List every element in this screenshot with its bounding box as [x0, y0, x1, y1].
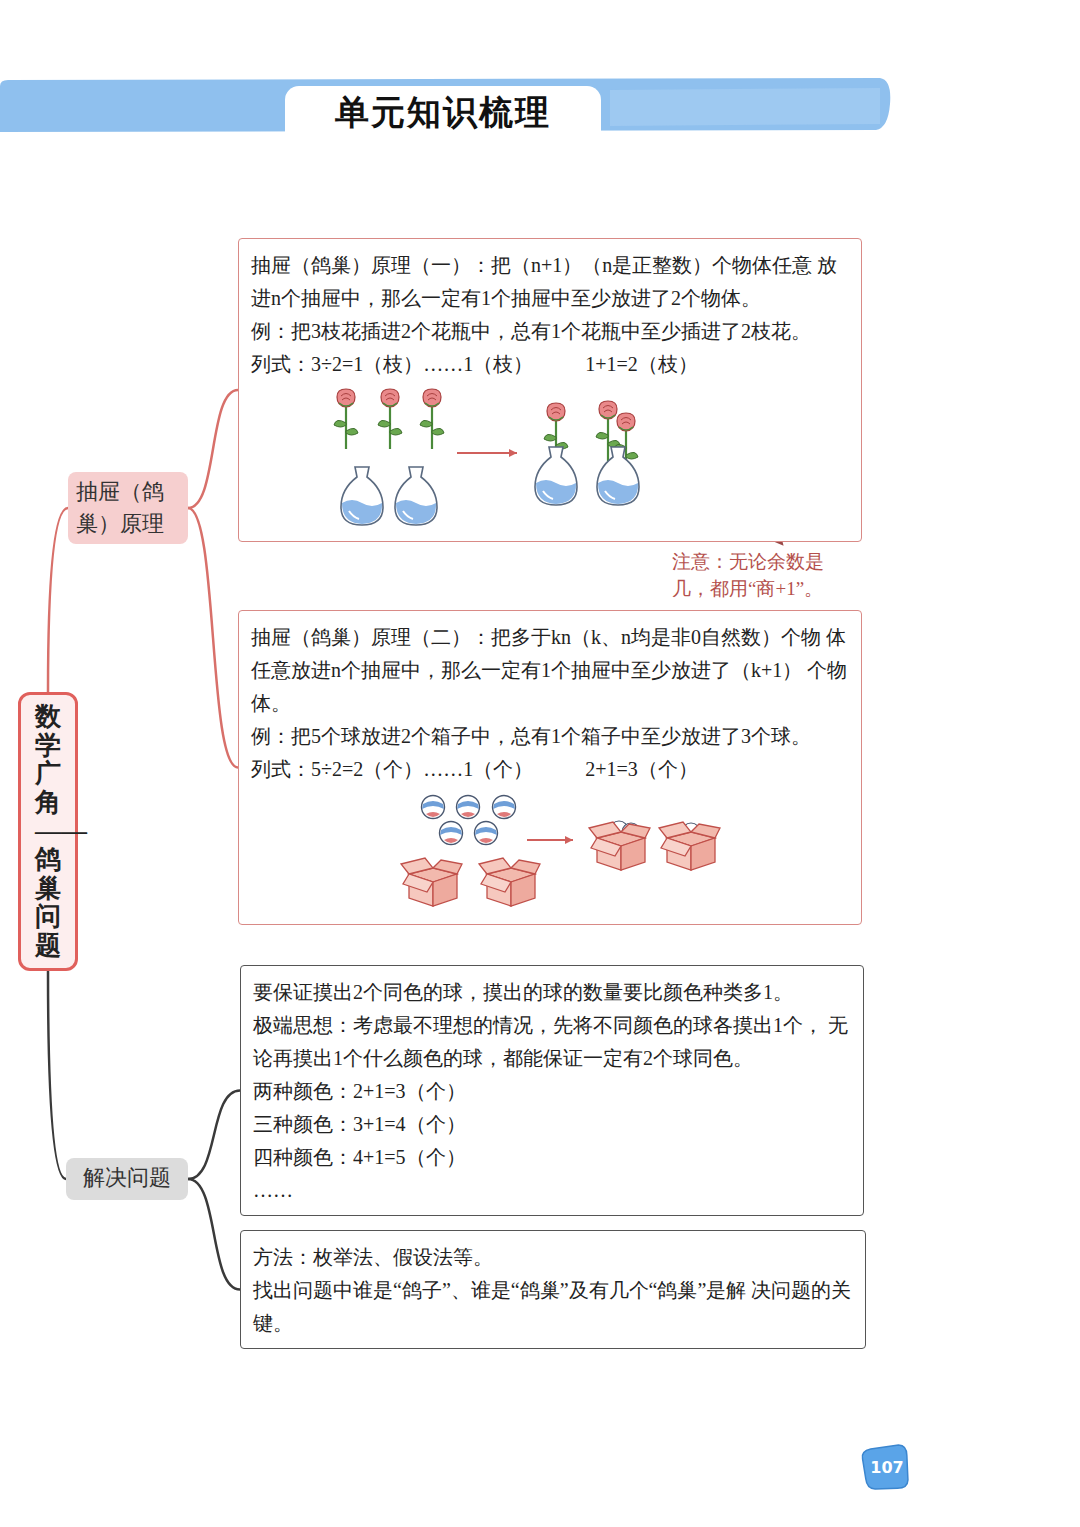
rose — [334, 389, 358, 449]
node-text: 列式：5÷2=2（个）……1（个） — [251, 753, 533, 786]
branch-connector — [188, 508, 238, 768]
note-text: 注意：无论余数是 几，都用“商+1”。 — [672, 548, 858, 602]
carton — [401, 858, 462, 906]
node-text: 例：把3枝花插进2个花瓶中，总有1个花瓶中至少插进了2枝花。 — [251, 315, 849, 348]
principle-box: 抽屉（鸽巢）原理（二）：把多于kn（k、n均是非0自然数）个物 体任意放进n个抽… — [238, 610, 862, 925]
header-band-texture — [610, 88, 880, 126]
node-text: 列式：3÷2=1（枝）……1（枝） — [251, 348, 533, 381]
node-text: 要保证摸出2个同色的球，摸出的球的数量要比颜色种类多1。 — [253, 976, 851, 1009]
page-number: 107 — [867, 1448, 907, 1488]
ball — [440, 822, 463, 845]
page-badge-shape — [860, 1442, 914, 1495]
ball-box-illustration — [251, 790, 851, 916]
vase — [535, 447, 577, 505]
ball — [493, 796, 516, 819]
ball — [475, 822, 498, 845]
branch-connector — [188, 1091, 240, 1180]
node-text: 2+1=3（个） — [585, 753, 698, 786]
carton — [589, 822, 650, 870]
branch-connector — [48, 508, 68, 692]
carton — [479, 858, 540, 906]
node-text: 两种颜色：2+1=3（个） — [253, 1075, 851, 1108]
page-title: 单元知识梳理 — [285, 86, 601, 142]
page-badge — [860, 1442, 914, 1495]
ball — [457, 796, 480, 819]
branch-label: 解决问题 — [66, 1158, 188, 1200]
node-text: …… — [253, 1174, 851, 1207]
branch-connector — [188, 390, 238, 508]
branch-label: 抽屉（鸽巢）原理 — [68, 472, 188, 544]
transfer-arrowhead — [509, 449, 517, 457]
topic-box: 数学广角——鸽巢问题 — [18, 692, 78, 971]
node-text: 抽屉（鸽巢）原理（一）：把（n+1）（n是正整数）个物体任意 放进n个抽屉中，那… — [251, 249, 849, 315]
ball — [422, 796, 445, 819]
vase — [341, 467, 383, 525]
node-text: 找出问题中谁是“鸽子”、谁是“鸽巢”及有几个“鸽巢”是解 决问题的关键。 — [253, 1274, 853, 1340]
rose — [420, 389, 444, 449]
branch-connector — [188, 1179, 240, 1290]
node-text: 例：把5个球放进2个箱子中，总有1个箱子中至少放进了3个球。 — [251, 720, 849, 753]
node-text: 数学广角——鸽巢问题 — [35, 703, 61, 960]
node-text: 极端思想：考虑最不理想的情况，先将不同颜色的球各摸出1个， 无论再摸出1个什么颜… — [253, 1009, 851, 1075]
node-text: 四种颜色：4+1=5（个） — [253, 1141, 851, 1174]
node-text: 解决问题 — [74, 1162, 180, 1194]
node-text: 三种颜色：3+1=4（个） — [253, 1108, 851, 1141]
transfer-arrowhead — [565, 836, 573, 844]
vase — [597, 447, 639, 505]
branch-connector — [48, 971, 66, 1179]
node-text: 抽屉（鸽巢）原理（二）：把多于kn（k、n均是非0自然数）个物 体任意放进n个抽… — [251, 621, 849, 720]
node-text: 抽屉（鸽巢）原理 — [76, 476, 180, 540]
method-box: 要保证摸出2个同色的球，摸出的球的数量要比颜色种类多1。极端思想：考虑最不理想的… — [240, 965, 864, 1216]
node-text: 1+1=2（枝） — [585, 348, 698, 381]
principle-box: 抽屉（鸽巢）原理（一）：把（n+1）（n是正整数）个物体任意 放进n个抽屉中，那… — [238, 238, 862, 542]
node-text: 方法：枚举法、假设法等。 — [253, 1241, 853, 1274]
vase — [395, 467, 437, 525]
rose — [378, 389, 402, 449]
flower-vase-illustration — [251, 385, 851, 533]
carton — [659, 822, 720, 870]
transfer-arrow — [457, 452, 517, 454]
method-box: 方法：枚举法、假设法等。找出问题中谁是“鸽子”、谁是“鸽巢”及有几个“鸽巢”是解… — [240, 1230, 866, 1349]
